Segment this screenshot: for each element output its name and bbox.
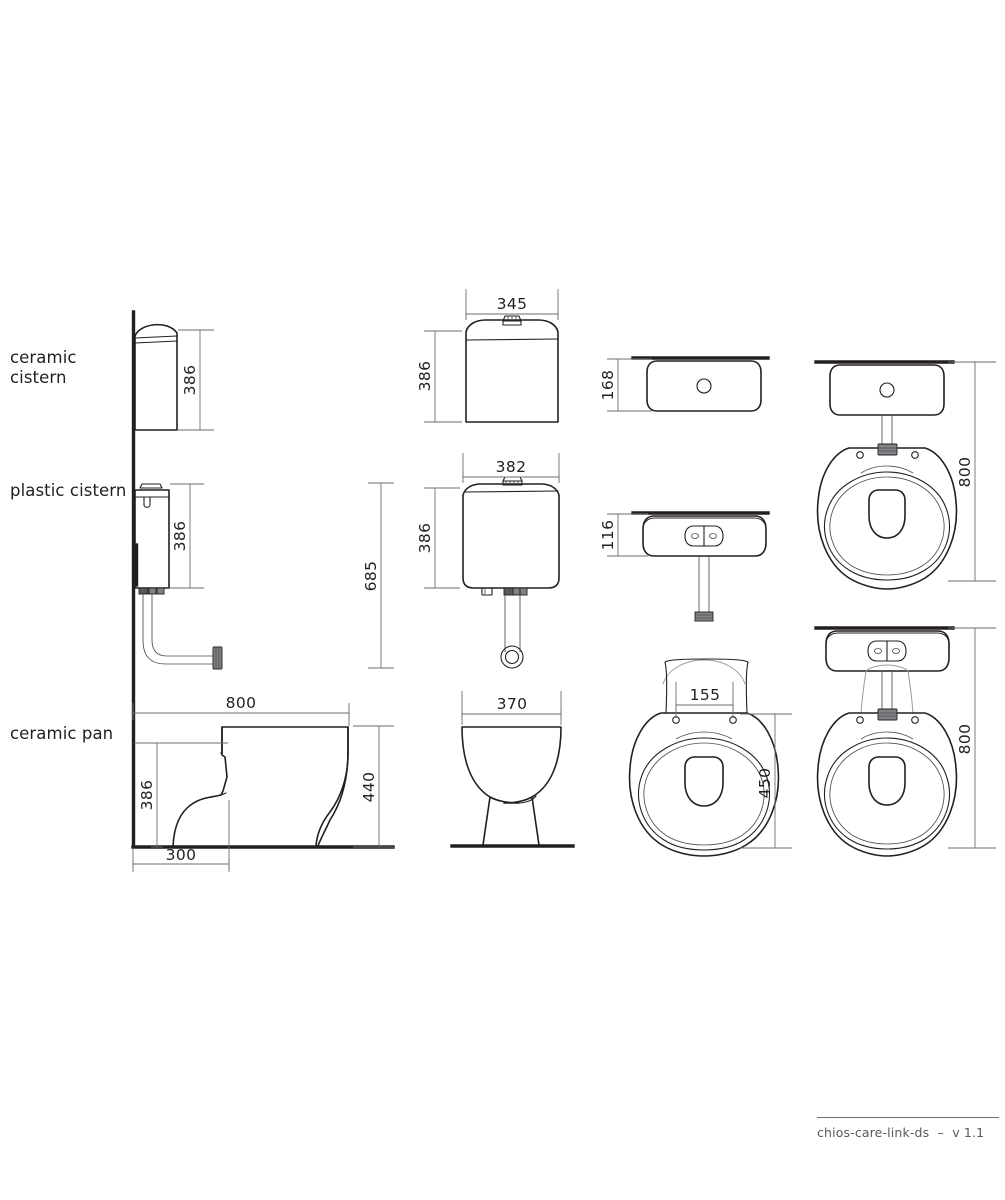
dim-side-pan-800: 800 — [132, 694, 350, 726]
dim-front-ceramic-345: 345 — [465, 289, 559, 320]
dim-label: 168 — [599, 370, 617, 401]
dim-label: 450 — [756, 768, 774, 799]
dim-label: 440 — [360, 772, 378, 803]
dim-front-plastic-382: 382 — [462, 453, 560, 483]
view-front-elevations: 345 386 — [416, 289, 575, 848]
row-label-ceramic-pan: ceramic pan — [10, 724, 114, 743]
front-ceramic-cistern — [465, 315, 559, 423]
dim-label: 685 — [362, 561, 380, 592]
dim-label: 800 — [226, 694, 257, 712]
row-label-ceramic-cistern: ceramic cistern — [10, 348, 77, 387]
footer: chios-care-link-ds – v 1.1 — [817, 1117, 999, 1140]
dim-top-plastic-116: 116 — [599, 513, 648, 557]
top-ceramic-cistern — [631, 356, 770, 412]
dim-side-pan-300: 300 — [132, 800, 230, 872]
view-plan-views-column4: 800 — [814, 360, 996, 857]
footer-document-id: chios-care-link-ds – v 1.1 — [817, 1125, 985, 1140]
dim-top-ceramic-168: 168 — [599, 358, 652, 412]
dim-label: 386 — [171, 521, 189, 552]
dim-top-pan-450: 450 — [740, 713, 792, 849]
dim-label: 386 — [416, 361, 434, 392]
dim-label: 382 — [496, 458, 527, 476]
front-ceramic-pan — [450, 726, 575, 848]
dim-label: 155 — [690, 686, 721, 704]
dim-front-ceramic-386: 386 — [416, 330, 462, 423]
row-label-plastic-cistern: plastic cistern — [10, 481, 127, 500]
front-plastic-cistern — [462, 476, 560, 669]
dim-label: 386 — [416, 523, 434, 554]
dim-front-plastic-386: 386 — [416, 487, 460, 589]
dim-front-pan-370: 370 — [461, 691, 562, 725]
dim-side-pan-440: 440 — [353, 725, 394, 848]
dim-top-assembly-ceramic-800: 800 — [948, 361, 996, 582]
view-plan-views-column3: 168 — [599, 356, 792, 857]
dim-label: 116 — [599, 520, 617, 551]
view-side-elevations: 386 386 685 — [131, 310, 395, 872]
dim-label: 800 — [956, 457, 974, 488]
top-assembly-plastic — [814, 626, 958, 857]
top-assembly-ceramic — [814, 360, 958, 590]
dim-side-ceramic-386: 386 — [178, 329, 214, 431]
side-plastic-cistern — [134, 483, 223, 670]
dim-side-plastic-386: 386 — [170, 483, 204, 589]
dim-top-assembly-plastic-800: 800 — [948, 627, 996, 849]
dim-side-pan-386: 386 — [134, 742, 228, 848]
side-ceramic-cistern — [134, 323, 178, 431]
dim-side-plastic-685: 685 — [362, 482, 394, 669]
side-ceramic-pan — [172, 726, 349, 847]
footer-divider — [817, 1117, 999, 1118]
dim-label: 370 — [497, 695, 528, 713]
dim-label: 386 — [181, 365, 199, 396]
dim-label: 386 — [138, 780, 156, 811]
dim-label: 300 — [166, 846, 197, 864]
dim-label: 345 — [497, 295, 528, 313]
top-plastic-cistern — [631, 511, 770, 685]
dim-label: 800 — [956, 724, 974, 755]
dim-top-pan-155: 155 — [675, 682, 734, 718]
top-ceramic-pan — [628, 658, 780, 857]
